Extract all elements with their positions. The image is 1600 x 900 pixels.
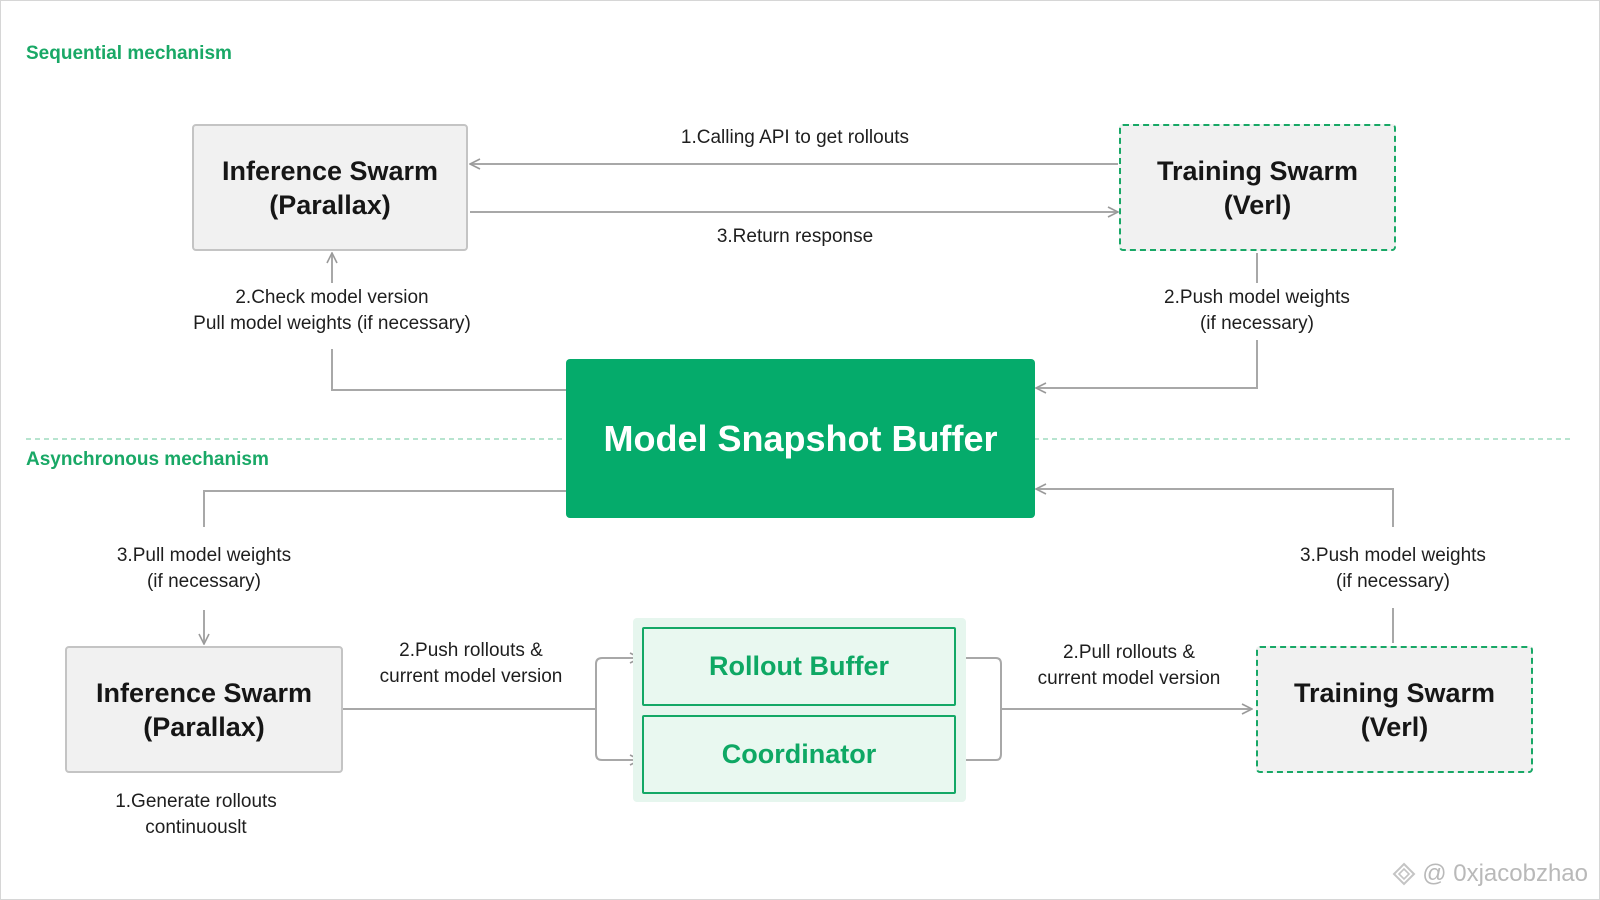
coordinator-box: Coordinator bbox=[642, 715, 956, 794]
seq-edge-push-weights-line2: (if necessary) bbox=[1199, 313, 1315, 334]
seq-inference-swarm-title: Inference Swarm bbox=[221, 155, 439, 186]
coordinator-label: Coordinator bbox=[721, 739, 877, 769]
seq-inference-swarm-subtitle: (Parallax) bbox=[269, 189, 391, 220]
diamond-logo-icon bbox=[1392, 862, 1416, 886]
model-snapshot-buffer-box: Model Snapshot Buffer bbox=[566, 359, 1035, 518]
async-generate-rollouts-label: 1.Generate rollouts continuouslt bbox=[86, 789, 306, 841]
async-edge-pull-weights-label: 3.Pull model weights (if necessary) bbox=[84, 543, 324, 595]
seq-edge-call-api-label: 1.Calling API to get rollouts bbox=[680, 127, 910, 148]
rollout-buffer-label: Rollout Buffer bbox=[709, 651, 889, 681]
edge-pull-weights-line-top bbox=[203, 490, 566, 527]
seq-edge-check-version-label: 2.Check model version Pull model weights… bbox=[152, 285, 512, 337]
async-edge-push-rollouts-label: 2.Push rollouts & current model version bbox=[356, 638, 586, 690]
seq-inference-swarm-box: Inference Swarm (Parallax) bbox=[192, 124, 468, 251]
async-edge-push-weights-label: 3.Push model weights (if necessary) bbox=[1263, 543, 1523, 595]
seq-training-swarm-box: Training Swarm (Verl) bbox=[1119, 124, 1396, 251]
section-title-async: Asynchronous mechanism bbox=[26, 449, 269, 470]
async-edge-push-weights-line2: (if necessary) bbox=[1335, 571, 1451, 592]
async-edge-push-rollouts-line1: 2.Push rollouts & bbox=[399, 640, 543, 661]
watermark: @ 0xjacobzhao bbox=[1392, 860, 1588, 888]
watermark-text: @ 0xjacobzhao bbox=[1422, 860, 1588, 887]
seq-edge-push-weights-label: 2.Push model weights (if necessary) bbox=[1112, 285, 1402, 337]
async-edge-push-weights-line1: 3.Push model weights bbox=[1300, 545, 1486, 566]
async-training-swarm-box: Training Swarm (Verl) bbox=[1256, 646, 1533, 773]
seq-edge-push-weights-line1: 2.Push model weights bbox=[1164, 287, 1350, 308]
model-snapshot-buffer-label: Model Snapshot Buffer bbox=[603, 417, 998, 459]
section-title-sequential: Sequential mechanism bbox=[26, 43, 232, 64]
async-edge-pull-rollouts-line2: current model version bbox=[1037, 668, 1221, 689]
async-training-swarm-subtitle: (Verl) bbox=[1360, 711, 1429, 742]
async-edge-pull-rollouts-line1: 2.Pull rollouts & bbox=[1062, 642, 1195, 663]
async-inference-swarm-subtitle: (Parallax) bbox=[143, 711, 265, 742]
async-inference-swarm-box: Inference Swarm (Parallax) bbox=[65, 646, 343, 773]
seq-edge-return-label: 3.Return response bbox=[716, 226, 874, 247]
seq-edge-check-version-line1: 2.Check model version bbox=[235, 287, 429, 308]
edge-push-weights-arrow bbox=[1036, 340, 1258, 388]
async-generate-rollouts-line1: 1.Generate rollouts bbox=[115, 791, 277, 812]
seq-edge-check-version-line2: Pull model weights (if necessary) bbox=[193, 313, 471, 334]
async-inference-swarm-title: Inference Swarm bbox=[95, 677, 313, 708]
edge-push-rollouts-branch bbox=[595, 658, 640, 709]
edge-push-weights-async-arrow bbox=[1036, 489, 1394, 527]
async-edge-pull-weights-line1: 3.Pull model weights bbox=[116, 545, 292, 566]
async-generate-rollouts-line2: continuouslt bbox=[145, 817, 247, 838]
seq-training-swarm-title: Training Swarm bbox=[1156, 155, 1359, 186]
edge-push-rollouts-branch-2 bbox=[595, 709, 640, 760]
async-training-swarm-title: Training Swarm bbox=[1293, 677, 1496, 708]
edge-check-version-arrow bbox=[331, 349, 566, 391]
seq-training-swarm-subtitle: (Verl) bbox=[1223, 189, 1292, 220]
async-edge-pull-rollouts-label: 2.Pull rollouts & current model version bbox=[1014, 640, 1244, 692]
async-edge-pull-weights-line2: (if necessary) bbox=[146, 571, 262, 592]
async-edge-push-rollouts-line2: current model version bbox=[379, 666, 563, 687]
rollout-buffer-box: Rollout Buffer bbox=[642, 627, 956, 706]
